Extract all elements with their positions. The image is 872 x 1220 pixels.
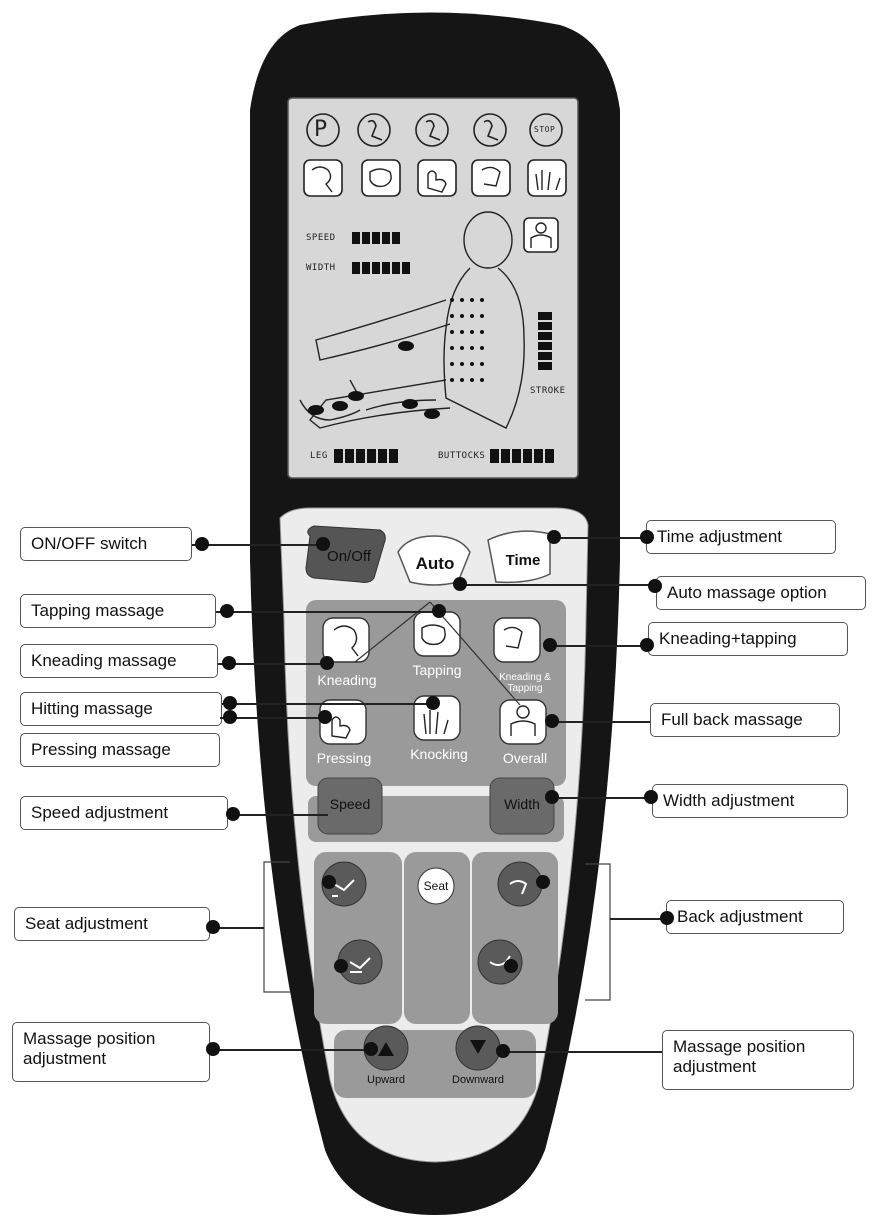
kneading-tapping-button-icon [493,617,541,663]
kneading-tapping-button[interactable]: Kneading & Tapping [499,672,551,694]
callout-time-adjustment: Time adjustment [646,520,836,554]
upward-arrow-icon [378,1042,394,1056]
callout-massage-position-left-line2: adjustment [23,1049,107,1068]
tapping-button[interactable]: Tapping [412,662,462,678]
upward-button-label[interactable]: Upward [367,1074,405,1086]
callout-full-back-massage: Full back massage [650,703,840,737]
callout-auto-massage-option: Auto massage option [656,576,866,610]
lcd-stroke-label: STROKE [530,386,566,396]
back-bracket [585,863,611,1001]
seat-button [417,867,455,905]
lcd-width-label: WIDTH [306,263,336,273]
recline-3-icon [473,113,507,147]
knocking-button[interactable]: Knocking [410,746,468,762]
kneading-tapping-mode-icon [471,159,511,197]
lcd-leg-buttocks-bars [334,449,554,463]
callout-speed-adjustment: Speed adjustment [20,796,228,830]
callout-onoff-switch: ON/OFF switch [20,527,192,561]
callout-kneading-tapping: Kneading+tapping [648,622,848,656]
callout-massage-position-right-line1: Massage position [673,1037,806,1056]
lcd-speed-width-bars [352,232,410,274]
seat-bracket [263,861,290,993]
recline-2-icon [415,113,449,147]
callout-seat-adjustment: Seat adjustment [14,907,210,941]
auto-button[interactable]: Auto [415,554,455,573]
callout-massage-position-right: Massage position adjustment [662,1030,854,1090]
callout-massage-position-left: Massage position adjustment [12,1022,210,1082]
recline-1-icon [357,113,391,147]
lcd-p-label: P [314,117,328,142]
lcd-speed-label: SPEED [306,233,336,243]
callout-massage-position-right-line2: adjustment [673,1057,757,1076]
lcd-screen [287,97,579,479]
p-icon [306,113,340,147]
callout-tapping-massage: Tapping massage [20,594,216,628]
kneading-button[interactable]: Kneading [317,672,377,688]
callout-hitting-massage: Hitting massage [20,692,222,726]
kneading-button-icon [322,617,370,663]
overall-button[interactable]: Overall [502,750,548,766]
onoff-button[interactable]: On/Off [327,548,371,565]
lcd-icon-row-top [306,113,563,147]
kneading-mode-icon [303,159,343,197]
lcd-leg-label: LEG [310,451,328,461]
lcd-body-figure [299,211,525,429]
lcd-stroke-bar [538,312,552,370]
callout-back-adjustment: Back adjustment [666,900,844,934]
auto-button-shape [397,535,471,586]
speed-button-shape [317,777,383,835]
tapping-button-icon [413,611,461,657]
stop-icon [529,113,563,147]
lcd-stop-label: STOP [534,125,556,134]
speed-button[interactable]: Speed [329,796,371,812]
lcd-massage-points [308,298,484,419]
downward-button-label[interactable]: Downward [452,1074,504,1086]
time-button[interactable]: Time [505,552,541,569]
position-panel [334,1030,536,1098]
downward-arrow-icon [470,1040,486,1054]
lcd-buttocks-label: BUTTOCKS [438,451,486,461]
pressing-button[interactable]: Pressing [316,750,372,766]
tapping-mode-icon [361,159,401,197]
back-down-button [477,939,523,985]
callout-pressing-massage: Pressing massage [20,733,220,767]
time-button-shape [487,530,551,584]
callout-kneading-massage: Kneading massage [20,644,218,678]
callout-width-adjustment: Width adjustment [652,784,848,818]
seat-button-label[interactable]: Seat [423,879,449,893]
width-button-shape [489,777,555,835]
callout-massage-position-left-line1: Massage position [23,1029,156,1048]
knocking-mode-icon [527,159,567,197]
width-button[interactable]: Width [504,796,540,812]
